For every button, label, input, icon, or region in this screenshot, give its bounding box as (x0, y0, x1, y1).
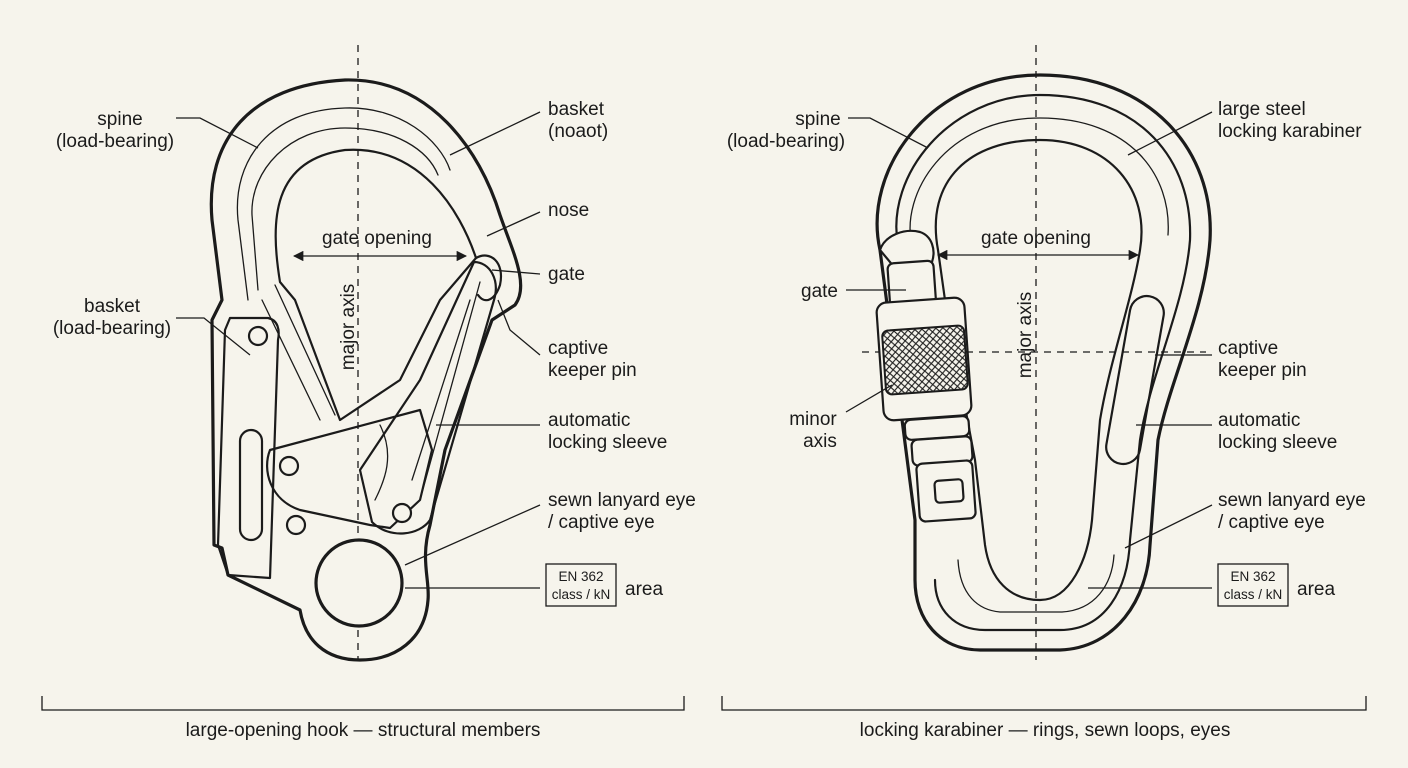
hook-drawing (209, 45, 523, 662)
hook-nose (474, 254, 503, 302)
hook-rib-2 (251, 127, 439, 291)
karabiner-labels: spine (load-bearing) large steel locking… (727, 99, 1366, 607)
hook-rivet-4 (285, 514, 307, 536)
hook-basket-top-label: basket (548, 99, 605, 120)
hook-sleeve-sub: locking sleeve (548, 432, 667, 453)
karabiner-gate-lower (915, 459, 977, 523)
hook-spine-sub: (load-bearing) (56, 131, 174, 152)
hook-caption: large-opening hook — structural members (186, 720, 541, 741)
hook-gate (358, 260, 497, 535)
karabiner-minor-axis-label: minor (789, 409, 837, 430)
karabiner-spine-label: spine (795, 109, 840, 130)
karabiner-top-rib (909, 117, 1169, 246)
karabiner-area-label: area (1297, 579, 1335, 600)
hook-en362-badge (545, 563, 617, 607)
karabiner-spine-sub: (load-bearing) (727, 131, 845, 152)
karabiner-badge-line1: EN 362 (1230, 569, 1275, 584)
hook-eye (314, 538, 404, 628)
hook-basket-side-sub: (load-bearing) (53, 318, 171, 339)
hook-eye-label: sewn lanyard eye (548, 490, 696, 511)
karabiner-en362-badge (1217, 563, 1289, 607)
hook-labels: spine (load-bearing) basket (noaot) nose… (53, 99, 696, 607)
hook-leaders (176, 111, 541, 589)
hook-side-slot (238, 428, 264, 542)
karabiner-body-outline (875, 73, 1212, 652)
hook-badge-line1: EN 362 (558, 569, 603, 584)
karabiner-eye-sub: / captive eye (1218, 512, 1325, 533)
karabiner-drawing (862, 45, 1212, 660)
karabiner-inner-outline (895, 93, 1192, 632)
hook-rivet-1 (278, 455, 300, 477)
karabiner-gate-nose (878, 229, 935, 270)
karabiner-title-line1: large steel (1218, 99, 1306, 120)
karabiner-sleeve-sub: locking sleeve (1218, 432, 1337, 453)
karabiner-captive-pin-label: captive (1218, 338, 1278, 359)
karabiner-minor-axis-sub: axis (803, 431, 837, 452)
hook-badge-line2: class / kN (552, 587, 611, 602)
karabiner-inner-opening (934, 138, 1143, 602)
hook-body-outline (209, 78, 523, 662)
hook-bracket (41, 696, 685, 711)
hook-captive-pin-sub: keeper pin (548, 360, 637, 381)
karabiner-spine-slot (1105, 294, 1165, 466)
karabiner-gate-label: gate (801, 281, 838, 302)
hook-inner-rib (261, 284, 336, 421)
hook-spine-label: spine (97, 109, 142, 130)
karabiner-gate-latch (933, 478, 965, 504)
hook-rib (236, 107, 451, 301)
hook-rivet-2 (391, 502, 413, 524)
hook-basket-side-label: basket (84, 296, 141, 317)
karabiner-gate-opening-label: gate opening (981, 228, 1091, 249)
karabiner-bottom-rib (957, 554, 1115, 613)
hook-sleeve-label: automatic (548, 410, 630, 431)
hook-eye-sub: / captive eye (548, 512, 655, 533)
hook-inner-opening (274, 148, 478, 422)
karabiner-bracket (721, 696, 1367, 711)
karabiner-badge-line2: class / kN (1224, 587, 1283, 602)
hook-captive-pin-label: captive (548, 338, 608, 359)
karabiner-knurl (881, 324, 969, 396)
hook-gate-label: gate (548, 264, 585, 285)
hook-basket-top-sub: (noaot) (548, 121, 608, 142)
karabiner-eye-label: sewn lanyard eye (1218, 490, 1366, 511)
karabiner-caption: locking karabiner — rings, sewn loops, e… (860, 720, 1231, 741)
karabiner-title-line2: locking karabiner (1218, 121, 1362, 142)
hook-rivet-3 (247, 325, 269, 347)
hook-gate-opening-label: gate opening (322, 228, 432, 249)
karabiner-captive-pin-sub: keeper pin (1218, 360, 1307, 381)
hook-lever-rib (374, 424, 389, 501)
karabiner-leaders (845, 111, 1213, 589)
hook-major-axis-label: major axis (338, 284, 359, 371)
karabiner-sleeve-label: automatic (1218, 410, 1300, 431)
hook-lever (266, 408, 434, 530)
hook-side-plate (216, 316, 280, 580)
hook-gate-rib (411, 281, 481, 501)
karabiner-major-axis-label: major axis (1015, 292, 1036, 379)
hook-nose-label: nose (548, 200, 589, 221)
hook-area-label: area (625, 579, 663, 600)
